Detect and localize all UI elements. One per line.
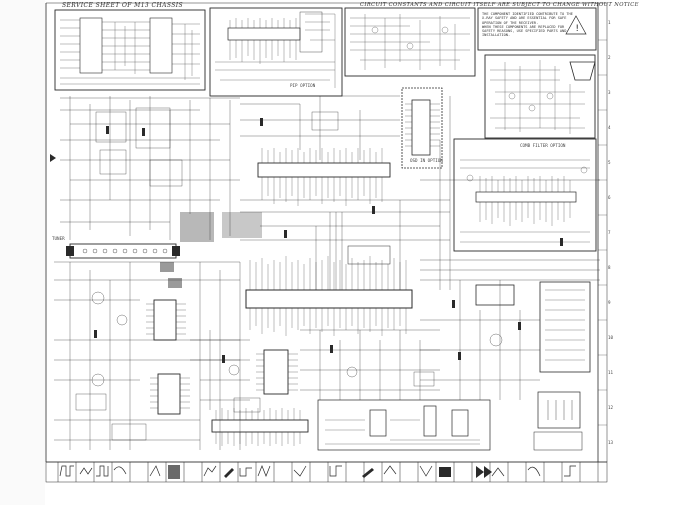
row-number: 2 [608,55,611,60]
row-number: 4 [608,125,611,130]
shaded-pad-block [160,212,262,288]
row-number: 3 [608,90,611,95]
comb-filter-block [453,138,597,252]
osd-option-block [344,7,476,77]
notice-line: SAFETY REASONS, USE SPECIFIED PARTS AND [482,29,567,34]
notice-line: X-RAY SAFETY AND ARE ESSENTIAL FOR SAFE [482,16,567,21]
osd-option-label: OSD IN OPTION [410,158,443,163]
tuner-module [66,243,180,259]
safety-notice-box: ! [477,7,597,51]
vertical-deflection-block [317,399,491,451]
notice-line: OPERATION OF THE RECEIVER. [482,20,539,25]
notice-line: WHEN THESE COMPONENTS ARE REPLACED FOR [482,24,565,29]
comb-option-label: COMB FILTER OPTION [520,143,566,148]
row-number: 5 [608,160,611,165]
wiring-field [54,95,600,450]
jungle-ic [256,349,298,395]
main-mcu-ic [257,148,391,206]
memory-ic-bottom [211,408,309,446]
row-number: 12 [608,405,614,410]
pip-option-label: PIP OPTION [290,83,316,88]
row-number: 8 [608,265,611,270]
waveform-solid-marks [168,465,492,479]
osd-sub-ic [401,87,443,169]
row-number: 13 [608,440,614,445]
tuner-label: TUNER [52,236,65,241]
top-left-block [54,9,206,91]
row-number: 1 [608,20,611,25]
svg-text:!: ! [575,24,580,34]
sheet-title: SERVICE SHEET OF M13 CHASSIS [62,2,184,9]
component-marks [94,118,563,363]
deflection-transformer [475,281,591,373]
flyback-block [533,391,583,451]
row-number: 9 [608,300,611,305]
main-signal-ic [245,245,413,336]
row-number: 11 [608,370,614,375]
row-number: 6 [608,195,611,200]
change-notice-title: CIRCUIT CONSTANTS AND CIRCUIT ITSELF ARE… [360,2,639,8]
row-number: 10 [608,335,614,340]
input-arrow-icon [50,154,56,162]
crt-drive-block [484,54,596,139]
notice-line: INSTALLATION. [482,33,511,38]
row-number: 7 [608,230,611,235]
safety-notice-text: THE COMPONENT IDENTIFIED CONTRIBUTE TO T… [482,12,573,38]
audio-ic-lower [150,373,190,415]
notice-line: THE COMPONENT IDENTIFIED CONTRIBUTE TO T… [482,12,573,16]
row-ticks [598,39,607,426]
